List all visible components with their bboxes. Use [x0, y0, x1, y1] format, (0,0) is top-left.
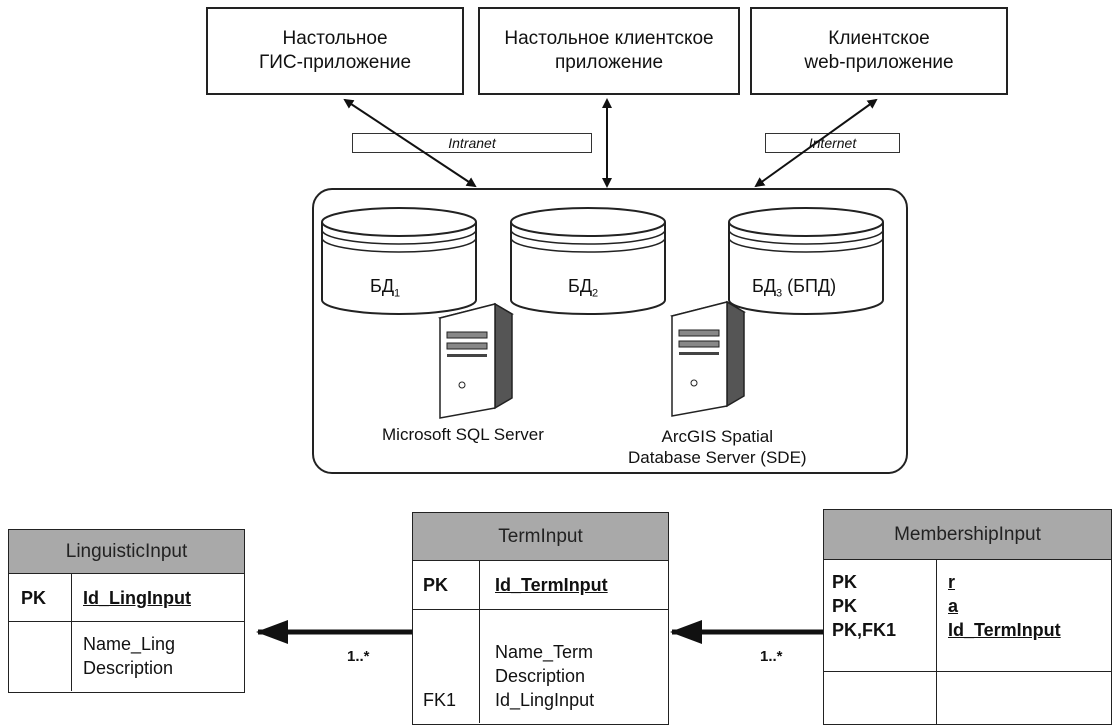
- term-fields-row: Name_Term Description Id_LingInput FK1: [413, 610, 668, 723]
- linguistic-fields-row: Name_Ling Description: [9, 622, 244, 691]
- arcgis-server-label: ArcGIS Spatial Database Server (SDE): [628, 427, 807, 467]
- membership-fields-row: [824, 672, 1111, 724]
- linguistic-input-title: LinguisticInput: [65, 540, 188, 562]
- membership-pk-field-r: r: [948, 572, 956, 592]
- web-client-app-box: Клиентское web-приложение: [750, 7, 1008, 95]
- linguistic-fields: Name_Ling Description: [83, 634, 176, 678]
- web-client-app-label: Клиентское web-приложение: [804, 28, 954, 73]
- mssql-server-icon: [438, 302, 514, 419]
- multiplicity-term-to-ling: 1..*: [347, 648, 370, 665]
- db2-label: БД2: [568, 276, 599, 300]
- multiplicity-membership-to-term: 1..*: [760, 648, 783, 665]
- desktop-client-app-label: Настольное клиентское приложение: [504, 28, 714, 73]
- linguistic-pk-field: Id_LingInput: [83, 588, 191, 608]
- linguistic-pk-key: PK: [21, 588, 47, 608]
- database-cylinder-1: [321, 207, 477, 315]
- term-pk-key: PK: [423, 575, 449, 595]
- db3-label: БД3 (БПД): [752, 276, 837, 300]
- term-pk-field: Id_TermInput: [495, 575, 608, 595]
- membership-input-title: MembershipInput: [894, 523, 1041, 545]
- db1-label: БД1: [370, 276, 401, 300]
- term-pk-row: PK Id_TermInput: [413, 561, 668, 610]
- linguistic-input-header: LinguisticInput: [9, 530, 244, 574]
- term-fields: Name_Term Description Id_LingInput: [495, 642, 595, 710]
- term-input-title: TermInput: [498, 525, 583, 547]
- database-cylinder-3: [728, 207, 884, 315]
- term-input-header: TermInput: [413, 513, 668, 561]
- arrow-web-internet: [754, 98, 878, 188]
- desktop-client-app-box: Настольное клиентское приложение: [478, 7, 740, 95]
- membership-pk-field-id: Id_TermInput: [948, 620, 1061, 640]
- arrow-gis-intranet: [343, 98, 477, 188]
- database-cylinder-2: [510, 207, 666, 315]
- membership-pk-keys: PK PK PK,FK1: [832, 572, 897, 640]
- desktop-gis-app-box: Настольное ГИС-приложение: [206, 7, 464, 95]
- linguistic-pk-row: PK Id_LingInput: [9, 574, 244, 622]
- arcgis-server-icon: [670, 300, 746, 417]
- membership-pk-row: PK PK PK,FK1 r a Id_TermInput: [824, 560, 1111, 672]
- linguistic-input-table: LinguisticInput PK Id_LingInput Name_Lin…: [8, 529, 245, 693]
- membership-input-header: MembershipInput: [824, 510, 1111, 560]
- membership-pk-field-a: a: [948, 596, 959, 616]
- term-fk-key: FK1: [423, 690, 457, 710]
- desktop-gis-app-label: Настольное ГИС-приложение: [258, 28, 412, 73]
- membership-input-table: MembershipInput PK PK PK,FK1 r a Id_Term…: [823, 509, 1112, 725]
- mssql-server-label: Microsoft SQL Server: [382, 425, 544, 444]
- term-input-table: TermInput PK Id_TermInput Name_Term Desc…: [412, 512, 669, 725]
